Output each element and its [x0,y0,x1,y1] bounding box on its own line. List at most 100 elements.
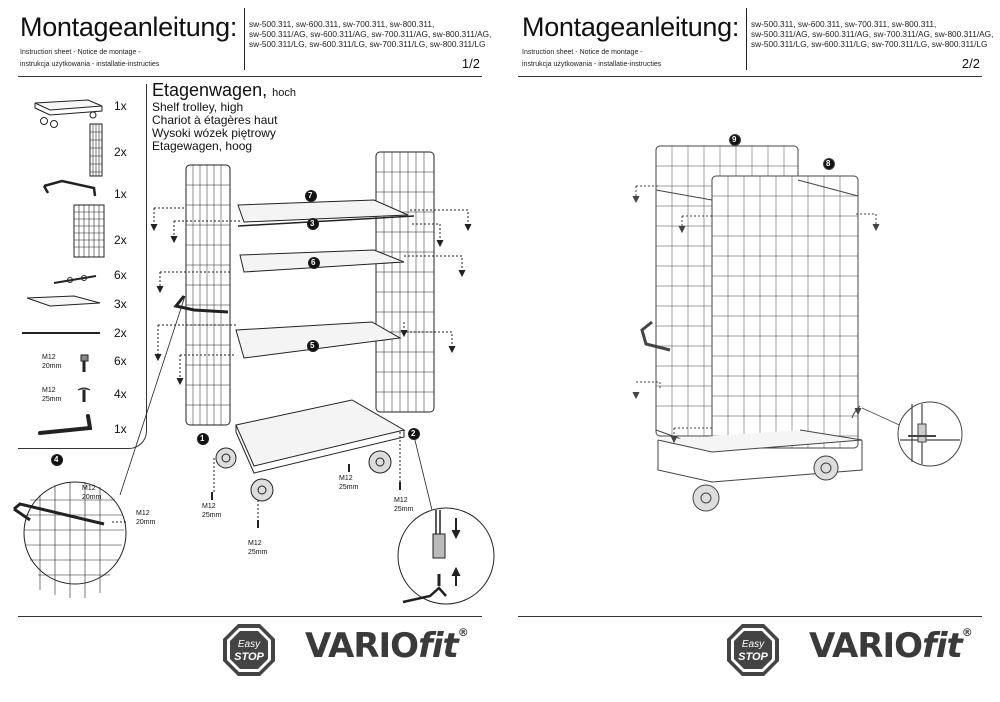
screw-size: M12 [136,510,150,517]
step-number: 6 [311,258,316,267]
translation-pl: Wysoki wózek piętrowy [152,126,276,140]
badge-bottom-text: STOP [738,651,768,663]
step-number: 8 [826,159,831,168]
part-qty: 6x [114,354,127,368]
part-qty: 1x [114,422,127,436]
step-marker-1 [197,433,209,445]
trolley-drawing-closed [632,145,907,512]
header-rule [518,76,982,77]
base-platform-icon [34,99,103,128]
screw-size: M12 [82,485,96,492]
part-qty: 4x [114,387,127,401]
detail-circle-4 [13,295,186,598]
long-bolt-icon [77,387,91,402]
assembly-drawing-1 [13,99,495,605]
subtitle-line-1: Instruction sheet - Notice de montage - [522,49,643,56]
push-handle-icon [42,179,97,197]
product-name-text: Etagenwagen, [152,80,268,100]
easy-stop-badge: Easy STOP [223,624,275,676]
header-divider [244,8,245,70]
instruction-page-2: Montageanleitung: Instruction sheet - No… [500,0,1000,702]
bolt-size: M12 [42,354,56,361]
parts-list [18,84,147,449]
screw-length: 25mm [202,512,222,519]
step-marker-5 [307,340,319,352]
screw-size: M12 [248,540,262,547]
screw-length: 20mm [136,519,156,526]
step-number: 3 [310,219,315,228]
screw-length: 25mm [248,549,268,556]
part-qty: 1x [114,187,127,201]
product-name: Etagenwagen, hoch [152,80,296,101]
brand-reg: ® [961,626,973,639]
part-qty: 2x [114,233,127,247]
step-marker-9 [729,134,741,146]
step-marker-6 [308,257,320,269]
step-number: 5 [310,341,315,350]
caster-wheel [215,447,237,469]
model-numbers: sw-500.311, sw-600.311, sw-700.311, sw-8… [751,19,993,49]
models-line-3: sw-500.311/LG, sw-600.311/LG, sw-700.311… [751,39,988,49]
brand-main: VARIO [809,626,923,666]
detail-circle-2 [397,431,495,605]
subtitle: Instruction sheet - Notice de montage - … [522,47,661,71]
badge-bottom-text: STOP [234,651,264,663]
footer-rule [18,616,482,617]
easy-stop-badge: Easy STOP [727,624,779,676]
brand-fit: fit [922,626,963,666]
allen-key-icon [38,414,93,435]
step-marker-3 [307,218,319,230]
models-line-1: sw-500.311, sw-600.311, sw-700.311, sw-8… [249,19,435,29]
models-line-2: sw-500.311/AG, sw-600.311/AG, sw-700.311… [751,29,994,39]
screw-spec-label: M12 25mm [248,539,267,557]
page-title: Montageanleitung: [522,12,740,42]
step-marker-7 [305,190,317,202]
page-title: Montageanleitung: [20,12,238,42]
part-qty: 1x [114,99,127,113]
brand-fit: fit [418,626,459,666]
bolt-length: 25mm [42,396,62,403]
screw-size: M12 [394,497,408,504]
step-number: 1 [200,434,205,443]
brand-reg: ® [457,626,469,639]
instruction-page-1: Montageanleitung: Instruction sheet - No… [13,8,495,676]
models-line-3: sw-500.311/LG, sw-600.311/LG, sw-700.311… [249,39,486,49]
bolt-length: 20mm [42,363,62,370]
trolley-drawing [150,151,472,528]
step-marker-2 [408,428,420,440]
caster-wheel [813,455,839,481]
short-bolt-icon [80,354,89,372]
mesh-back-panel-icon [73,204,105,258]
variofit-logo: VARIOfit® [305,626,469,666]
caster-wheel [250,478,274,502]
shelf-board-icon [26,295,101,307]
badge-top-text: Easy [742,639,765,650]
part-qty: 3x [114,297,127,311]
subtitle-line-2: instrukcja użytkowania - installatie-ins… [20,61,160,68]
step-marker-4 [51,454,63,466]
step-number: 7 [308,191,313,200]
models-line-2: sw-500.311/AG, sw-600.311/AG, sw-700.311… [249,29,492,39]
badge-top-text: Easy [238,639,261,650]
shelf-bracket-icon [53,275,97,284]
screw-length: 20mm [82,494,102,501]
assembly-drawing-2 [632,134,963,512]
step-number: 9 [732,135,737,144]
screw-spec-label: M12 25mm [202,502,221,520]
model-numbers: sw-500.311, sw-600.311, sw-700.311, sw-8… [249,19,491,49]
screw-size: M12 [202,503,216,510]
screw-spec-label: M12 20mm [136,509,155,527]
screw-length: 25mm [339,484,359,491]
step-number: 2 [411,429,416,438]
caster-wheel [368,450,392,474]
header-rule [18,76,482,77]
screw-size: M12 [339,475,353,482]
screw-spec-label: M12 20mm [82,484,101,502]
screw-spec-label: M12 25mm [339,474,358,492]
part-qty: 2x [114,326,127,340]
product-title-block: Etagenwagen, hoch Shelf trolley, high Ch… [152,80,296,153]
page-number: 1/2 [461,56,480,71]
brand-main: VARIO [305,626,419,666]
subtitle-line-2: instrukcja użytkowania - installatie-ins… [522,61,662,68]
